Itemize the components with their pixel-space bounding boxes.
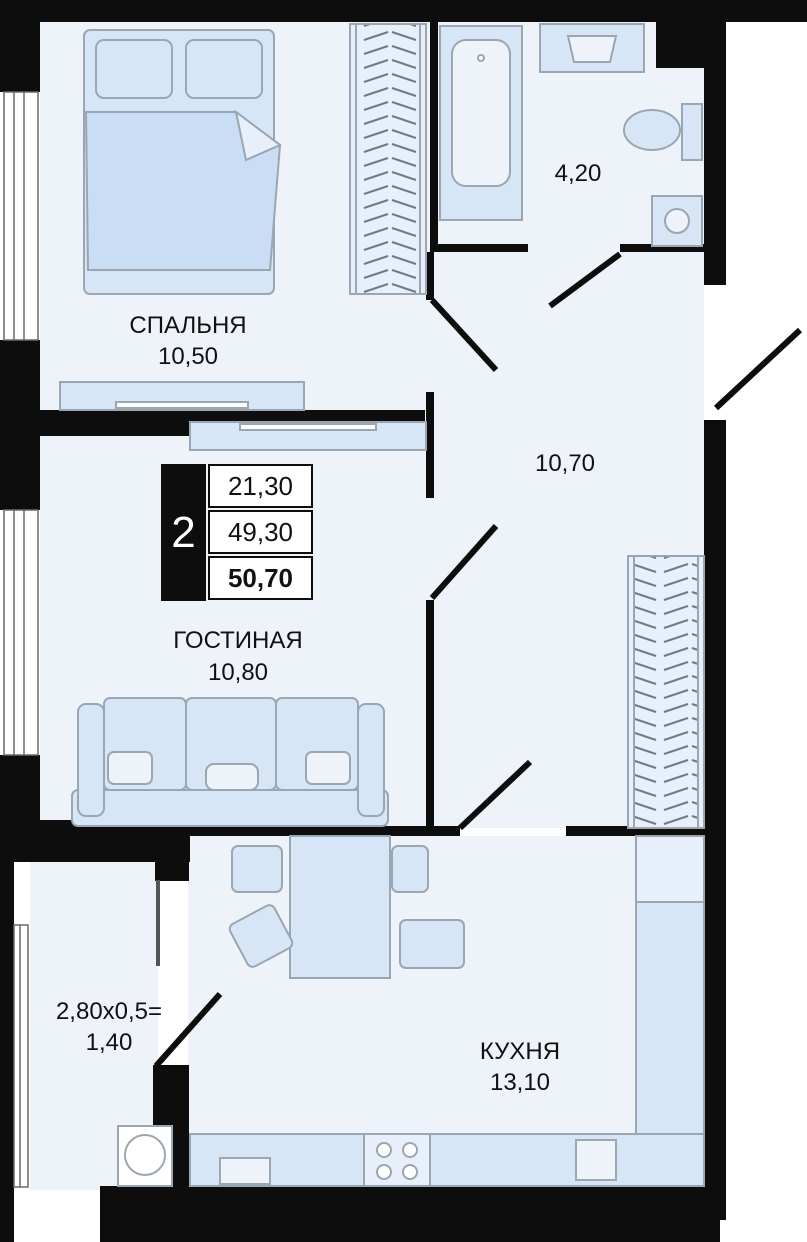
tv-stand-bedroom (59, 381, 305, 411)
dining-table (228, 835, 465, 979)
bed (83, 29, 282, 295)
hall-area: 10,70 (534, 450, 596, 477)
bedroom-name: СПАЛЬНЯ (129, 312, 247, 339)
kitchen-name: КУХНЯ (479, 1038, 561, 1065)
living-area-total: 21,30 (208, 464, 313, 508)
living-name: ГОСТИНАЯ (173, 627, 303, 654)
wardrobe-bedroom (349, 23, 427, 295)
washing-machine-bath (651, 195, 703, 247)
toilet (623, 103, 703, 161)
room-count: 2 (161, 464, 206, 601)
balcony-formula: 2,80x0,5= (55, 998, 163, 1025)
sink-bathroom (539, 23, 645, 73)
total-area: 50,70 (208, 556, 313, 600)
bedroom-area: 10,50 (157, 343, 219, 370)
kitchen-counter (189, 835, 705, 1187)
wardrobe-hall (627, 555, 705, 829)
sofa (71, 697, 389, 827)
balcony-area: 1,40 (85, 1029, 133, 1056)
tv-stand-living (189, 421, 427, 451)
living-area: 10,80 (207, 659, 269, 686)
doors (153, 251, 803, 1068)
bathroom-area: 4,20 (554, 160, 602, 187)
kitchen-area: 13,10 (489, 1069, 551, 1096)
net-area-total: 49,30 (208, 510, 313, 554)
boiler (117, 1125, 173, 1187)
area-summary: 2 21,30 49,30 50,70 (161, 464, 313, 601)
windows (3, 91, 39, 1188)
bathtub (439, 25, 523, 221)
